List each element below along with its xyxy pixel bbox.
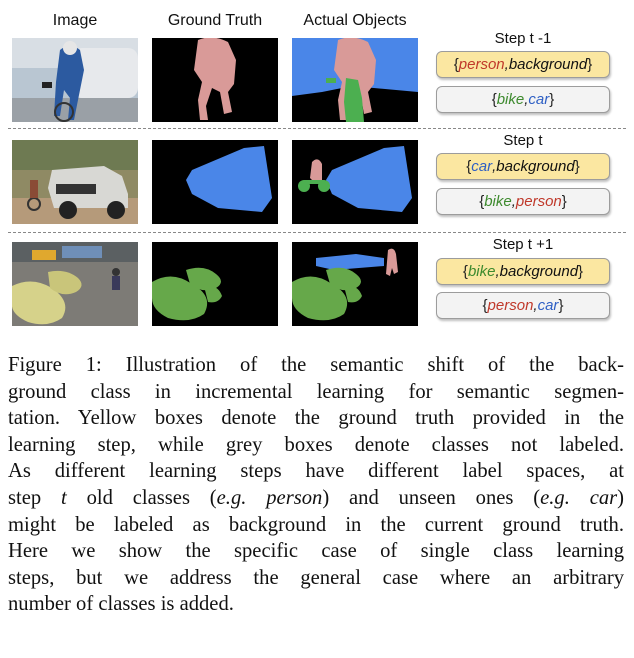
row-divider: [8, 232, 626, 233]
row2-step-label: Step t: [503, 132, 543, 149]
brace-close: }: [587, 56, 593, 73]
separator: ,: [504, 56, 509, 73]
row1-photo-cyclist: [12, 38, 138, 122]
class-person: person: [487, 297, 534, 314]
brace-open: {: [462, 263, 468, 280]
row1-grey-label-box: {bike, car}: [436, 86, 610, 113]
row3-step-label: Step t +1: [492, 236, 554, 253]
caption-line: tation. Yellow boxes denote the ground t…: [8, 407, 624, 430]
row2-photo-car: [12, 140, 138, 224]
class-person: person: [458, 56, 505, 73]
caption-line: number of classes is added.: [8, 593, 234, 616]
column-header-ground-truth: Ground Truth: [167, 12, 263, 29]
class-person: person: [515, 193, 562, 210]
column-header-actual-objects: Actual Objects: [303, 12, 407, 29]
row1-step-label: Step t -1: [494, 30, 552, 47]
caption-example-car: e.g. car: [540, 486, 618, 509]
row3-ground-truth-mask: [152, 242, 278, 326]
separator: ,: [533, 297, 538, 314]
brace-close: }: [574, 158, 580, 175]
class-car: car: [471, 158, 493, 175]
class-car: car: [537, 297, 559, 314]
row2-yellow-label-box: {car, background}: [436, 153, 610, 180]
caption-line: steps, but we address the general case w…: [8, 566, 624, 589]
row3-grey-label-box: {person, car}: [436, 292, 610, 319]
brace-open: {: [491, 91, 497, 108]
separator: ,: [524, 91, 529, 108]
row2-actual-objects-mask: [292, 140, 418, 224]
column-header-image: Image: [52, 12, 98, 29]
caption-text: old classes (: [66, 486, 217, 509]
separator: ,: [492, 158, 497, 175]
caption-line: Figure 1: Illustration of the semantic s…: [8, 354, 624, 376]
caption-math-t: t: [61, 486, 67, 509]
row1-ground-truth-mask: [152, 38, 278, 122]
class-car: car: [528, 91, 550, 108]
caption-text: step: [8, 486, 62, 509]
brace-close: }: [549, 91, 555, 108]
class-background: background: [496, 158, 575, 175]
class-bike: bike: [467, 263, 496, 280]
row1-actual-objects-mask: [292, 38, 418, 122]
caption-text: ) and unseen ones (: [322, 486, 541, 509]
caption-line: As different learning steps have differe…: [8, 460, 624, 483]
caption-line: step t old classes (e.g. person) and uns…: [8, 485, 624, 512]
brace-open: {: [453, 56, 459, 73]
row-divider: [8, 128, 626, 129]
caption-line: might be labeled as background in the cu…: [8, 513, 624, 536]
separator: ,: [495, 263, 500, 280]
brace-close: }: [561, 193, 567, 210]
row2-ground-truth-mask: [152, 140, 278, 224]
class-bike: bike: [484, 193, 512, 210]
class-background: background: [499, 263, 579, 280]
figure-panel: Image Ground Truth Actual Objects: [8, 12, 626, 326]
caption-line: Here we show the specific case of single…: [8, 540, 624, 563]
row3-actual-objects-mask: [292, 242, 418, 326]
caption-text: ): [617, 486, 625, 509]
brace-close: }: [558, 297, 564, 314]
row3-photo-bike-sculpture: [12, 242, 138, 326]
caption-example-person: e.g. person: [216, 486, 323, 509]
class-background: background: [508, 56, 588, 73]
caption-line: learning step, while grey boxes denote c…: [8, 433, 624, 456]
row3-yellow-label-box: {bike, background}: [436, 258, 610, 285]
brace-close: }: [578, 263, 584, 280]
brace-open: {: [482, 297, 488, 314]
brace-open: {: [479, 193, 485, 210]
caption-line: ground class in incremental learning for…: [8, 380, 624, 403]
separator: ,: [511, 193, 516, 210]
row2-grey-label-box: {bike, person}: [436, 188, 610, 215]
row1-yellow-label-box: {person, background}: [436, 51, 610, 78]
brace-open: {: [466, 158, 472, 175]
class-bike: bike: [496, 91, 525, 108]
figure-caption: Figure 1: Illustration of the semantic s…: [8, 352, 624, 618]
